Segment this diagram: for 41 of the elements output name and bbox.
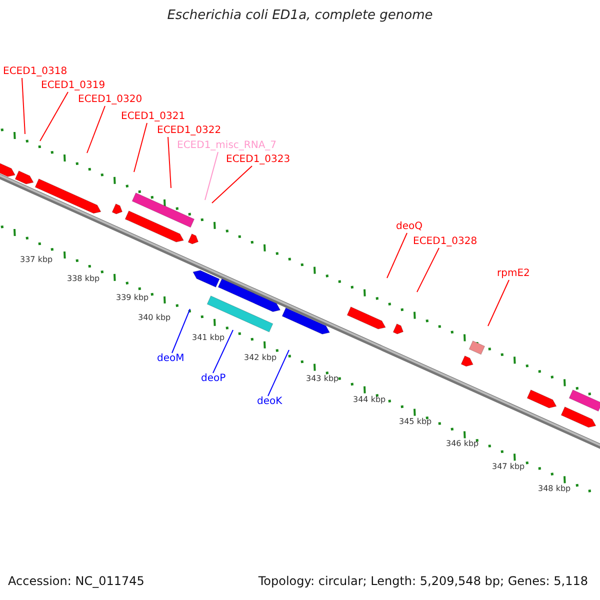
leader-line <box>386 232 408 278</box>
gene-label: ECED1_0328 <box>413 236 478 248</box>
leader-line <box>212 166 252 204</box>
leader-line <box>22 78 26 134</box>
gene-label: deoM <box>157 353 184 365</box>
scale-label: 341 kbp <box>192 333 225 343</box>
scale-label: 338 kbp <box>67 274 100 284</box>
scale-label: 339 kbp <box>116 293 149 303</box>
leader-line <box>416 248 440 292</box>
footer-text: Accession: NC_011745 <box>8 575 144 587</box>
gene-label: deoP <box>201 373 226 385</box>
leader-line <box>488 280 510 326</box>
scale-label: 344 kbp <box>353 395 386 405</box>
leader-line <box>40 92 68 142</box>
footer-text: Topology: circular; Length: 5,209,548 bp; Genes: 5,118 <box>258 575 588 587</box>
gene-label: rpmE2 <box>497 268 530 280</box>
title: Escherichia coli ED1a, complete genome <box>166 10 434 22</box>
scale-label: 340 kbp <box>138 313 171 323</box>
gene-label: ECED1_0323 <box>226 154 290 166</box>
gene-label: ECED1_0322 <box>157 125 222 137</box>
scale-label: 342 kbp <box>244 353 277 363</box>
scale-label: 345 kbp <box>399 417 432 427</box>
leader-line <box>86 106 106 154</box>
scale-label: 337 kbp <box>20 255 53 265</box>
scale-label: 346 kbp <box>446 439 479 449</box>
leader-line <box>204 152 218 200</box>
gene-label: ECED1_0321 <box>121 111 186 123</box>
scale-label: 343 kbp <box>306 374 339 384</box>
leader-line <box>268 350 290 396</box>
scale-label: 347 kbp <box>492 462 525 472</box>
leader-line <box>134 122 148 172</box>
gene-label: ECED1_0320 <box>78 94 142 106</box>
gene-label: ECED1_misc_RNA_7 <box>177 140 277 152</box>
gene-label: deoQ <box>396 221 422 233</box>
gene-label: ECED1_0318 <box>3 66 68 78</box>
scale-label: 348 kbp <box>538 484 571 494</box>
leader-line <box>172 308 190 354</box>
gene-label: deoK <box>257 396 282 408</box>
gene-label: ECED1_0319 <box>41 80 106 92</box>
leader-line <box>168 136 172 188</box>
leader-line <box>212 330 234 374</box>
